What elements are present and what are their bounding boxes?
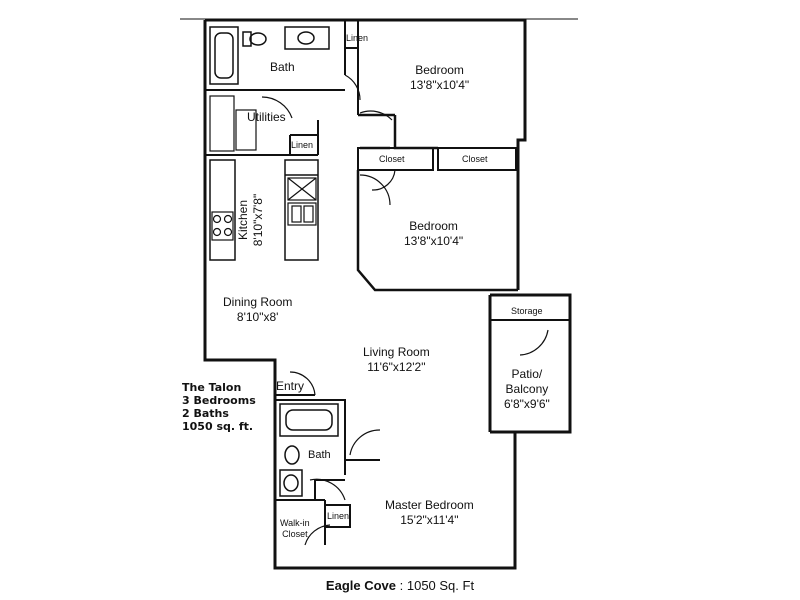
- washer-dryer-icon: [209, 95, 257, 152]
- walkin-name2: Closet: [282, 529, 308, 539]
- master-name: Master Bedroom: [385, 498, 474, 512]
- door-entry: [289, 371, 316, 396]
- living-name: Living Room: [363, 345, 430, 359]
- linen-label-util: Linen: [291, 140, 314, 150]
- caption-separator: :: [396, 578, 407, 593]
- plan-name: The Talon: [182, 381, 242, 394]
- living-dim: 11'6"x12'2": [367, 360, 426, 374]
- bedroom2-walls: [356, 170, 518, 292]
- door-master-bath: [309, 478, 346, 501]
- bath-top-walls: [205, 20, 359, 115]
- bedroom1-walls: [358, 113, 438, 150]
- plan-area: 1050 sq. ft.: [182, 420, 254, 433]
- closet-label-right: Closet: [462, 154, 488, 164]
- door-walkin: [304, 524, 331, 546]
- bedroom1-dim: 13'8"x10'4": [410, 78, 470, 92]
- master-dim: 15'2"x11'4": [400, 513, 459, 527]
- bath-label-master: Bath: [308, 449, 331, 461]
- kitchen-label: Kitchen 8'10"x7'8": [236, 194, 266, 246]
- kitchen-dim: 8'10"x7'8": [251, 193, 266, 247]
- sink-icon: [284, 26, 330, 50]
- bedroom2-label: Bedroom 13'8"x10'4": [404, 219, 463, 249]
- sink-master-icon: [279, 469, 303, 497]
- plan-baths: 2 Baths: [182, 407, 229, 420]
- walkin-walls: [275, 499, 351, 545]
- toilet-icon: [242, 31, 267, 47]
- dining-label: Dining Room 8'10"x8': [223, 295, 292, 325]
- door-utilities: [261, 96, 293, 119]
- bathtub-master-icon: [279, 403, 339, 437]
- kitchen-name: Kitchen: [236, 199, 251, 241]
- patio-name1: Patio/: [511, 367, 543, 381]
- bathtub-icon: [209, 26, 239, 85]
- plan-info: The Talon 3 Bedrooms 2 Baths 1050 sq. ft…: [182, 381, 256, 433]
- bedroom1-name: Bedroom: [415, 63, 464, 77]
- bath-label-top: Bath: [270, 60, 295, 74]
- bedroom2-dim: 13'8"x10'4": [404, 234, 464, 248]
- living-label: Living Room 11'6"x12'2": [363, 345, 430, 375]
- master-label: Master Bedroom 15'2"x11'4": [385, 498, 474, 528]
- walkin-label: Walk-in Closet: [280, 518, 310, 540]
- linen-label-top: Linen: [346, 33, 369, 43]
- caption: Eagle Cove : 1050 Sq. Ft: [0, 578, 800, 593]
- door-master: [349, 429, 381, 456]
- bedroom1-label: Bedroom 13'8"x10'4": [410, 63, 469, 93]
- patio-label: Patio/ Balcony 6'8"x9'6": [504, 367, 550, 412]
- toilet-master-icon: [284, 445, 300, 465]
- patio-name2: Balcony: [505, 382, 549, 396]
- fridge-icon: [287, 177, 317, 201]
- bedroom2-name: Bedroom: [409, 219, 458, 233]
- patio-dim: 6'8"x9'6": [504, 397, 550, 411]
- caption-community: Eagle Cove: [325, 578, 397, 593]
- utilities-label: Utilities: [247, 110, 286, 124]
- door-bath-top: [344, 74, 361, 101]
- walkin-name1: Walk-in: [280, 518, 310, 528]
- entry-label: Entry: [276, 379, 305, 393]
- kitchen-counters: [209, 159, 319, 261]
- door-bedroom1: [359, 110, 393, 121]
- linen-label-master: Linen: [327, 511, 350, 521]
- exterior-walls: [203, 18, 572, 570]
- closet-label-left: Closet: [379, 154, 405, 164]
- closets: [357, 147, 517, 171]
- door-patio: [519, 329, 549, 356]
- storage-label: Storage: [511, 306, 543, 316]
- door-closet: [371, 169, 396, 191]
- plan-bedrooms: 3 Bedrooms: [182, 394, 256, 407]
- dining-name: Dining Room: [223, 295, 293, 309]
- dining-dim: 8'10"x8': [236, 310, 279, 324]
- door-bedroom2: [359, 174, 391, 206]
- kitchen-sink-icon: [287, 202, 317, 226]
- stove-icon: [211, 211, 234, 241]
- utilities-walls: [205, 120, 319, 156]
- caption-size: 1050 Sq. Ft: [406, 578, 475, 593]
